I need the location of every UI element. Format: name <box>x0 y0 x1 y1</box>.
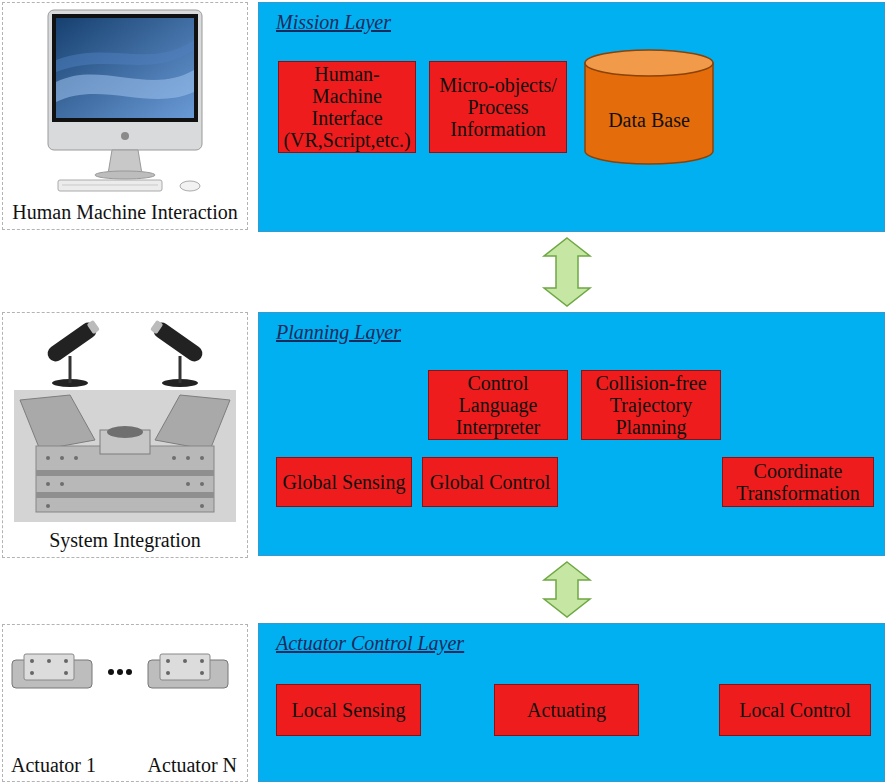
hole <box>47 659 51 663</box>
hole <box>74 456 78 460</box>
hole <box>166 671 170 675</box>
figure-frame: System Integration <box>2 312 248 558</box>
hole <box>172 456 176 460</box>
cylinder-top <box>585 50 713 76</box>
camera-body <box>150 319 205 364</box>
figure-frame: Human Machine Interaction <box>2 2 248 230</box>
figure-caption: Actuator N <box>148 754 237 777</box>
stage-hole <box>107 426 143 438</box>
layer-panel: Planning LayerControl Language Interpret… <box>258 312 885 556</box>
layer-panel: Actuator Control LayerLocal Sensing Actua… <box>258 623 885 782</box>
figure-frame: Actuator 1 Actuator N <box>2 624 248 782</box>
hole <box>200 671 204 675</box>
hole <box>166 659 170 663</box>
stage-rail <box>36 470 214 476</box>
database-cylinder: Data Base <box>584 49 714 165</box>
monitor-screen <box>56 18 194 118</box>
monitor-stand <box>108 150 142 174</box>
cylinder-shape <box>584 49 714 165</box>
hole <box>186 456 190 460</box>
hole <box>30 659 34 663</box>
hole <box>200 456 204 460</box>
stage-rail <box>36 492 214 498</box>
box-label: Actuating <box>527 699 606 721</box>
keyboard <box>58 180 162 191</box>
camera <box>44 318 101 364</box>
double-arrow <box>544 562 590 617</box>
layer-panel: Mission LayerHuman-Machine Interface (VR… <box>258 2 885 232</box>
layer-title: Planning Layer <box>276 321 401 344</box>
hole <box>46 456 50 460</box>
process-box: Control Language Interpreter <box>428 370 568 440</box>
box-label: Micro-objects/ Process Information <box>435 74 561 140</box>
screen-swoosh <box>56 40 194 72</box>
camera-body <box>44 319 99 364</box>
hole <box>64 671 68 675</box>
camera-lens <box>87 320 100 334</box>
photo-ground <box>14 390 236 522</box>
camera-lens <box>150 320 163 334</box>
computer-illustration <box>48 10 202 191</box>
actuator-carriage <box>24 654 74 680</box>
process-box: Local Control <box>719 684 871 736</box>
hole <box>186 482 190 486</box>
figure-caption: Human Machine Interaction <box>12 201 237 224</box>
figure-caption: Actuator 1 <box>11 754 96 777</box>
process-box: Collision-free Trajectory Planning <box>581 370 721 440</box>
manipulator <box>155 395 230 450</box>
camera <box>149 318 206 364</box>
ellipsis-dot <box>126 669 132 675</box>
hole <box>60 482 64 486</box>
ellipsis-dot <box>108 669 114 675</box>
figure-caption: System Integration <box>49 529 201 552</box>
process-box: Actuating <box>494 684 639 736</box>
logo-dot <box>121 132 129 140</box>
monitor-frame <box>48 10 202 150</box>
box-label: Collision-free Trajectory Planning <box>587 372 715 438</box>
process-box: Coordinate Transformation <box>722 457 874 507</box>
double-arrow <box>544 238 590 306</box>
hole <box>46 504 50 508</box>
box-label: Global Sensing <box>283 471 406 493</box>
process-box: Local Sensing <box>276 684 421 736</box>
hole <box>60 456 64 460</box>
camera-stand <box>179 356 182 383</box>
hole <box>200 659 204 663</box>
screen-swoosh <box>56 70 194 102</box>
box-label: Global Control <box>430 471 551 493</box>
box-label: Human-Machine Interface (VR,Script,etc.) <box>283 63 410 151</box>
stage-plate <box>36 446 214 512</box>
actuator-illustration <box>12 654 228 688</box>
box-label: Local Sensing <box>292 699 406 721</box>
hole <box>200 482 204 486</box>
process-box: Micro-objects/ Process Information <box>429 61 567 153</box>
keyboard-keys <box>62 185 158 186</box>
manipulator <box>20 395 95 450</box>
stand-base <box>95 171 155 179</box>
box-label: Data Base <box>608 109 690 131</box>
layer-title: Mission Layer <box>276 11 391 34</box>
process-box: Global Control <box>422 457 558 507</box>
stage-holes <box>46 456 204 508</box>
system-illustration <box>14 318 236 522</box>
mouse <box>180 181 200 191</box>
box-label: Local Control <box>739 699 851 721</box>
box-label: Control Language Interpreter <box>434 372 562 438</box>
monitor-bezel <box>52 14 198 122</box>
box-label: Coordinate Transformation <box>728 460 868 504</box>
hole <box>30 671 34 675</box>
process-box: Human-Machine Interface (VR,Script,etc.) <box>278 61 416 153</box>
process-box: Global Sensing <box>276 457 412 507</box>
hole <box>183 659 187 663</box>
actuator-carriage <box>160 654 210 680</box>
layer-title: Actuator Control Layer <box>276 632 464 655</box>
camera-stand <box>69 356 72 383</box>
hole <box>64 659 68 663</box>
ellipsis-dot <box>117 669 123 675</box>
hole <box>200 504 204 508</box>
hole <box>46 482 50 486</box>
cylinder-body <box>585 63 713 164</box>
